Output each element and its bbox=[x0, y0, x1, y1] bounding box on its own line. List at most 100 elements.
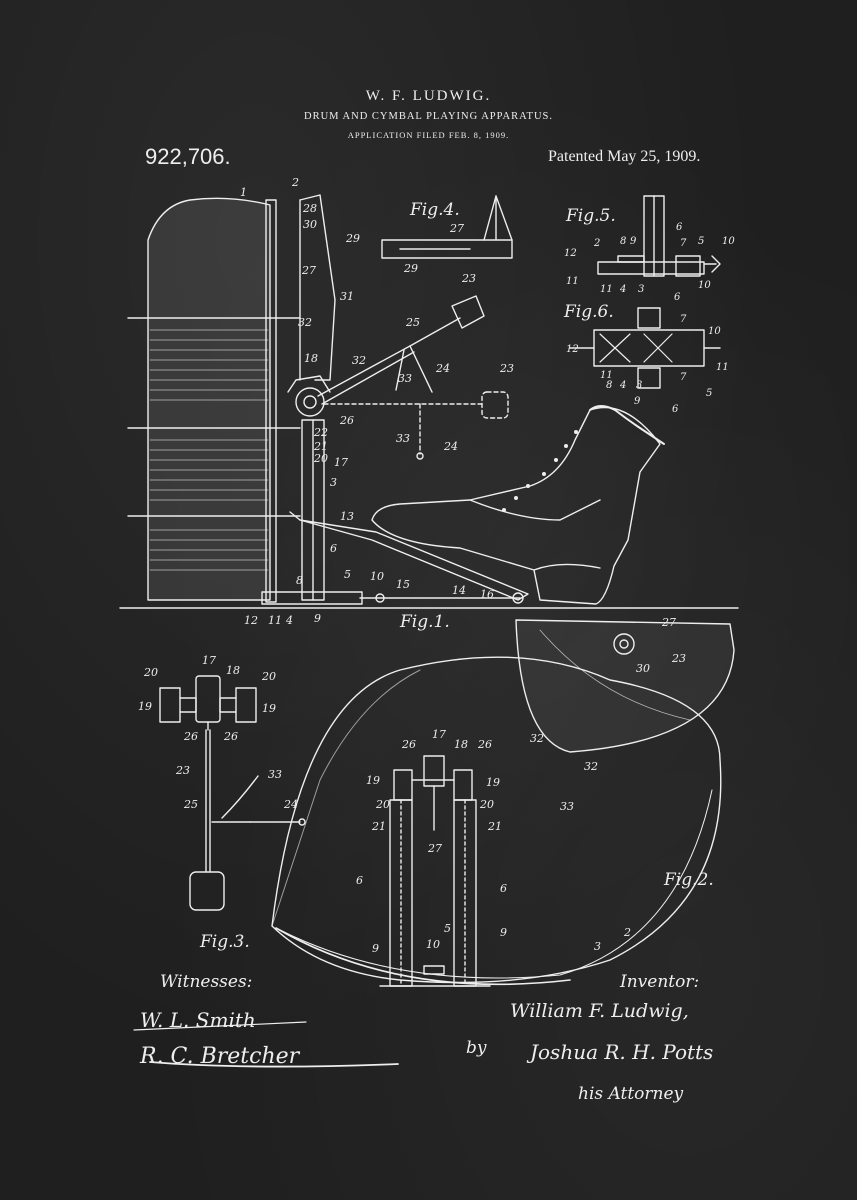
witness-signature-2: R. C. Bretcher bbox=[140, 1044, 300, 1069]
svg-text:24: 24 bbox=[443, 440, 458, 453]
svg-text:11: 11 bbox=[600, 370, 613, 381]
by-label: by bbox=[466, 1038, 487, 1058]
svg-text:27: 27 bbox=[301, 264, 316, 277]
inventor-signature: William F. Ludwig, bbox=[510, 1000, 689, 1022]
svg-text:6: 6 bbox=[330, 542, 337, 555]
svg-text:19: 19 bbox=[366, 774, 380, 787]
svg-text:25: 25 bbox=[183, 798, 198, 811]
fig2-drum-front-drawing bbox=[271, 619, 735, 987]
svg-text:30: 30 bbox=[303, 218, 317, 231]
attorney-label: his Attorney bbox=[578, 1084, 684, 1104]
svg-text:32: 32 bbox=[352, 354, 366, 367]
svg-text:20: 20 bbox=[261, 670, 276, 683]
fig5-label: Fig.5. bbox=[566, 206, 616, 226]
svg-text:19: 19 bbox=[262, 702, 276, 715]
svg-text:12: 12 bbox=[564, 248, 577, 259]
svg-text:32: 32 bbox=[584, 760, 598, 773]
svg-text:10: 10 bbox=[370, 570, 384, 583]
svg-text:31: 31 bbox=[340, 290, 354, 303]
svg-text:29: 29 bbox=[345, 232, 360, 245]
svg-text:11: 11 bbox=[566, 276, 579, 287]
svg-text:23: 23 bbox=[175, 764, 190, 777]
svg-text:27: 27 bbox=[427, 842, 442, 855]
svg-text:12: 12 bbox=[244, 614, 258, 627]
svg-text:27: 27 bbox=[449, 222, 464, 235]
svg-text:14: 14 bbox=[452, 584, 466, 597]
svg-text:16: 16 bbox=[480, 588, 494, 601]
svg-text:33: 33 bbox=[560, 800, 574, 813]
witness-signature-1: W. L. Smith bbox=[140, 1008, 256, 1032]
svg-text:26: 26 bbox=[223, 730, 238, 743]
svg-text:10: 10 bbox=[698, 280, 711, 291]
svg-text:29: 29 bbox=[403, 262, 418, 275]
application-filed: APPLICATION FILED FEB. 8, 1909. bbox=[347, 130, 510, 140]
svg-text:7: 7 bbox=[680, 372, 687, 383]
svg-text:11: 11 bbox=[268, 614, 282, 627]
svg-text:5: 5 bbox=[698, 236, 704, 247]
svg-text:6: 6 bbox=[356, 874, 363, 887]
witnesses-label: Witnesses: bbox=[160, 972, 253, 992]
svg-text:15: 15 bbox=[396, 578, 410, 591]
svg-text:20: 20 bbox=[375, 798, 390, 811]
svg-text:4: 4 bbox=[285, 614, 293, 627]
svg-text:24: 24 bbox=[435, 362, 450, 375]
inventor-name: W. F. LUDWIG. bbox=[365, 88, 492, 104]
svg-text:10: 10 bbox=[708, 326, 721, 337]
svg-text:8: 8 bbox=[606, 380, 612, 391]
svg-text:17: 17 bbox=[334, 456, 348, 469]
svg-text:5: 5 bbox=[706, 388, 712, 399]
svg-text:32: 32 bbox=[530, 732, 544, 745]
svg-text:5: 5 bbox=[344, 568, 351, 581]
patent-number: 922,706. bbox=[145, 144, 231, 169]
fig2-label: Fig.2. bbox=[664, 870, 714, 890]
fig3-label: Fig.3. bbox=[200, 932, 250, 952]
svg-text:18: 18 bbox=[226, 664, 240, 677]
patented-date: Patented May 25, 1909. bbox=[548, 148, 701, 165]
fig6-label: Fig.6. bbox=[564, 302, 614, 322]
svg-text:3: 3 bbox=[636, 380, 642, 391]
attorney-signature: Joshua R. H. Potts bbox=[530, 1040, 714, 1064]
svg-text:17: 17 bbox=[432, 728, 446, 741]
svg-text:33: 33 bbox=[398, 372, 412, 385]
svg-text:7: 7 bbox=[680, 314, 687, 325]
svg-text:18: 18 bbox=[304, 352, 318, 365]
svg-text:11: 11 bbox=[716, 362, 729, 373]
svg-text:30: 30 bbox=[636, 662, 650, 675]
svg-text:20: 20 bbox=[479, 798, 494, 811]
svg-text:22: 22 bbox=[313, 426, 328, 439]
svg-text:18: 18 bbox=[454, 738, 468, 751]
svg-text:1: 1 bbox=[240, 186, 247, 199]
svg-text:24: 24 bbox=[283, 798, 298, 811]
svg-text:32: 32 bbox=[298, 316, 312, 329]
svg-text:10: 10 bbox=[426, 938, 440, 951]
svg-text:17: 17 bbox=[202, 654, 216, 667]
svg-text:4: 4 bbox=[619, 380, 626, 391]
fig4-label: Fig.4. bbox=[410, 200, 460, 220]
svg-text:33: 33 bbox=[396, 432, 410, 445]
inventor-label: Inventor: bbox=[620, 972, 700, 992]
svg-text:26: 26 bbox=[401, 738, 416, 751]
svg-text:3: 3 bbox=[330, 476, 337, 489]
svg-text:11: 11 bbox=[600, 284, 613, 295]
svg-text:2: 2 bbox=[623, 926, 631, 939]
svg-text:26: 26 bbox=[477, 738, 492, 751]
svg-text:27: 27 bbox=[661, 616, 676, 629]
svg-text:6: 6 bbox=[676, 222, 683, 233]
svg-text:3: 3 bbox=[594, 940, 601, 953]
svg-text:28: 28 bbox=[302, 202, 317, 215]
svg-text:6: 6 bbox=[500, 882, 507, 895]
svg-text:9: 9 bbox=[634, 396, 641, 407]
svg-text:33: 33 bbox=[268, 768, 282, 781]
svg-text:21: 21 bbox=[487, 820, 502, 833]
fig4-bracket-drawing bbox=[381, 195, 513, 259]
fig1-label: Fig.1. bbox=[400, 612, 450, 632]
svg-text:9: 9 bbox=[372, 942, 379, 955]
svg-text:5: 5 bbox=[444, 922, 451, 935]
svg-text:19: 19 bbox=[486, 776, 500, 789]
svg-text:3: 3 bbox=[638, 284, 644, 295]
svg-text:23: 23 bbox=[671, 652, 686, 665]
fig6-clamp-plan-drawing bbox=[569, 307, 721, 389]
svg-text:20: 20 bbox=[143, 666, 158, 679]
svg-text:9: 9 bbox=[314, 612, 321, 625]
